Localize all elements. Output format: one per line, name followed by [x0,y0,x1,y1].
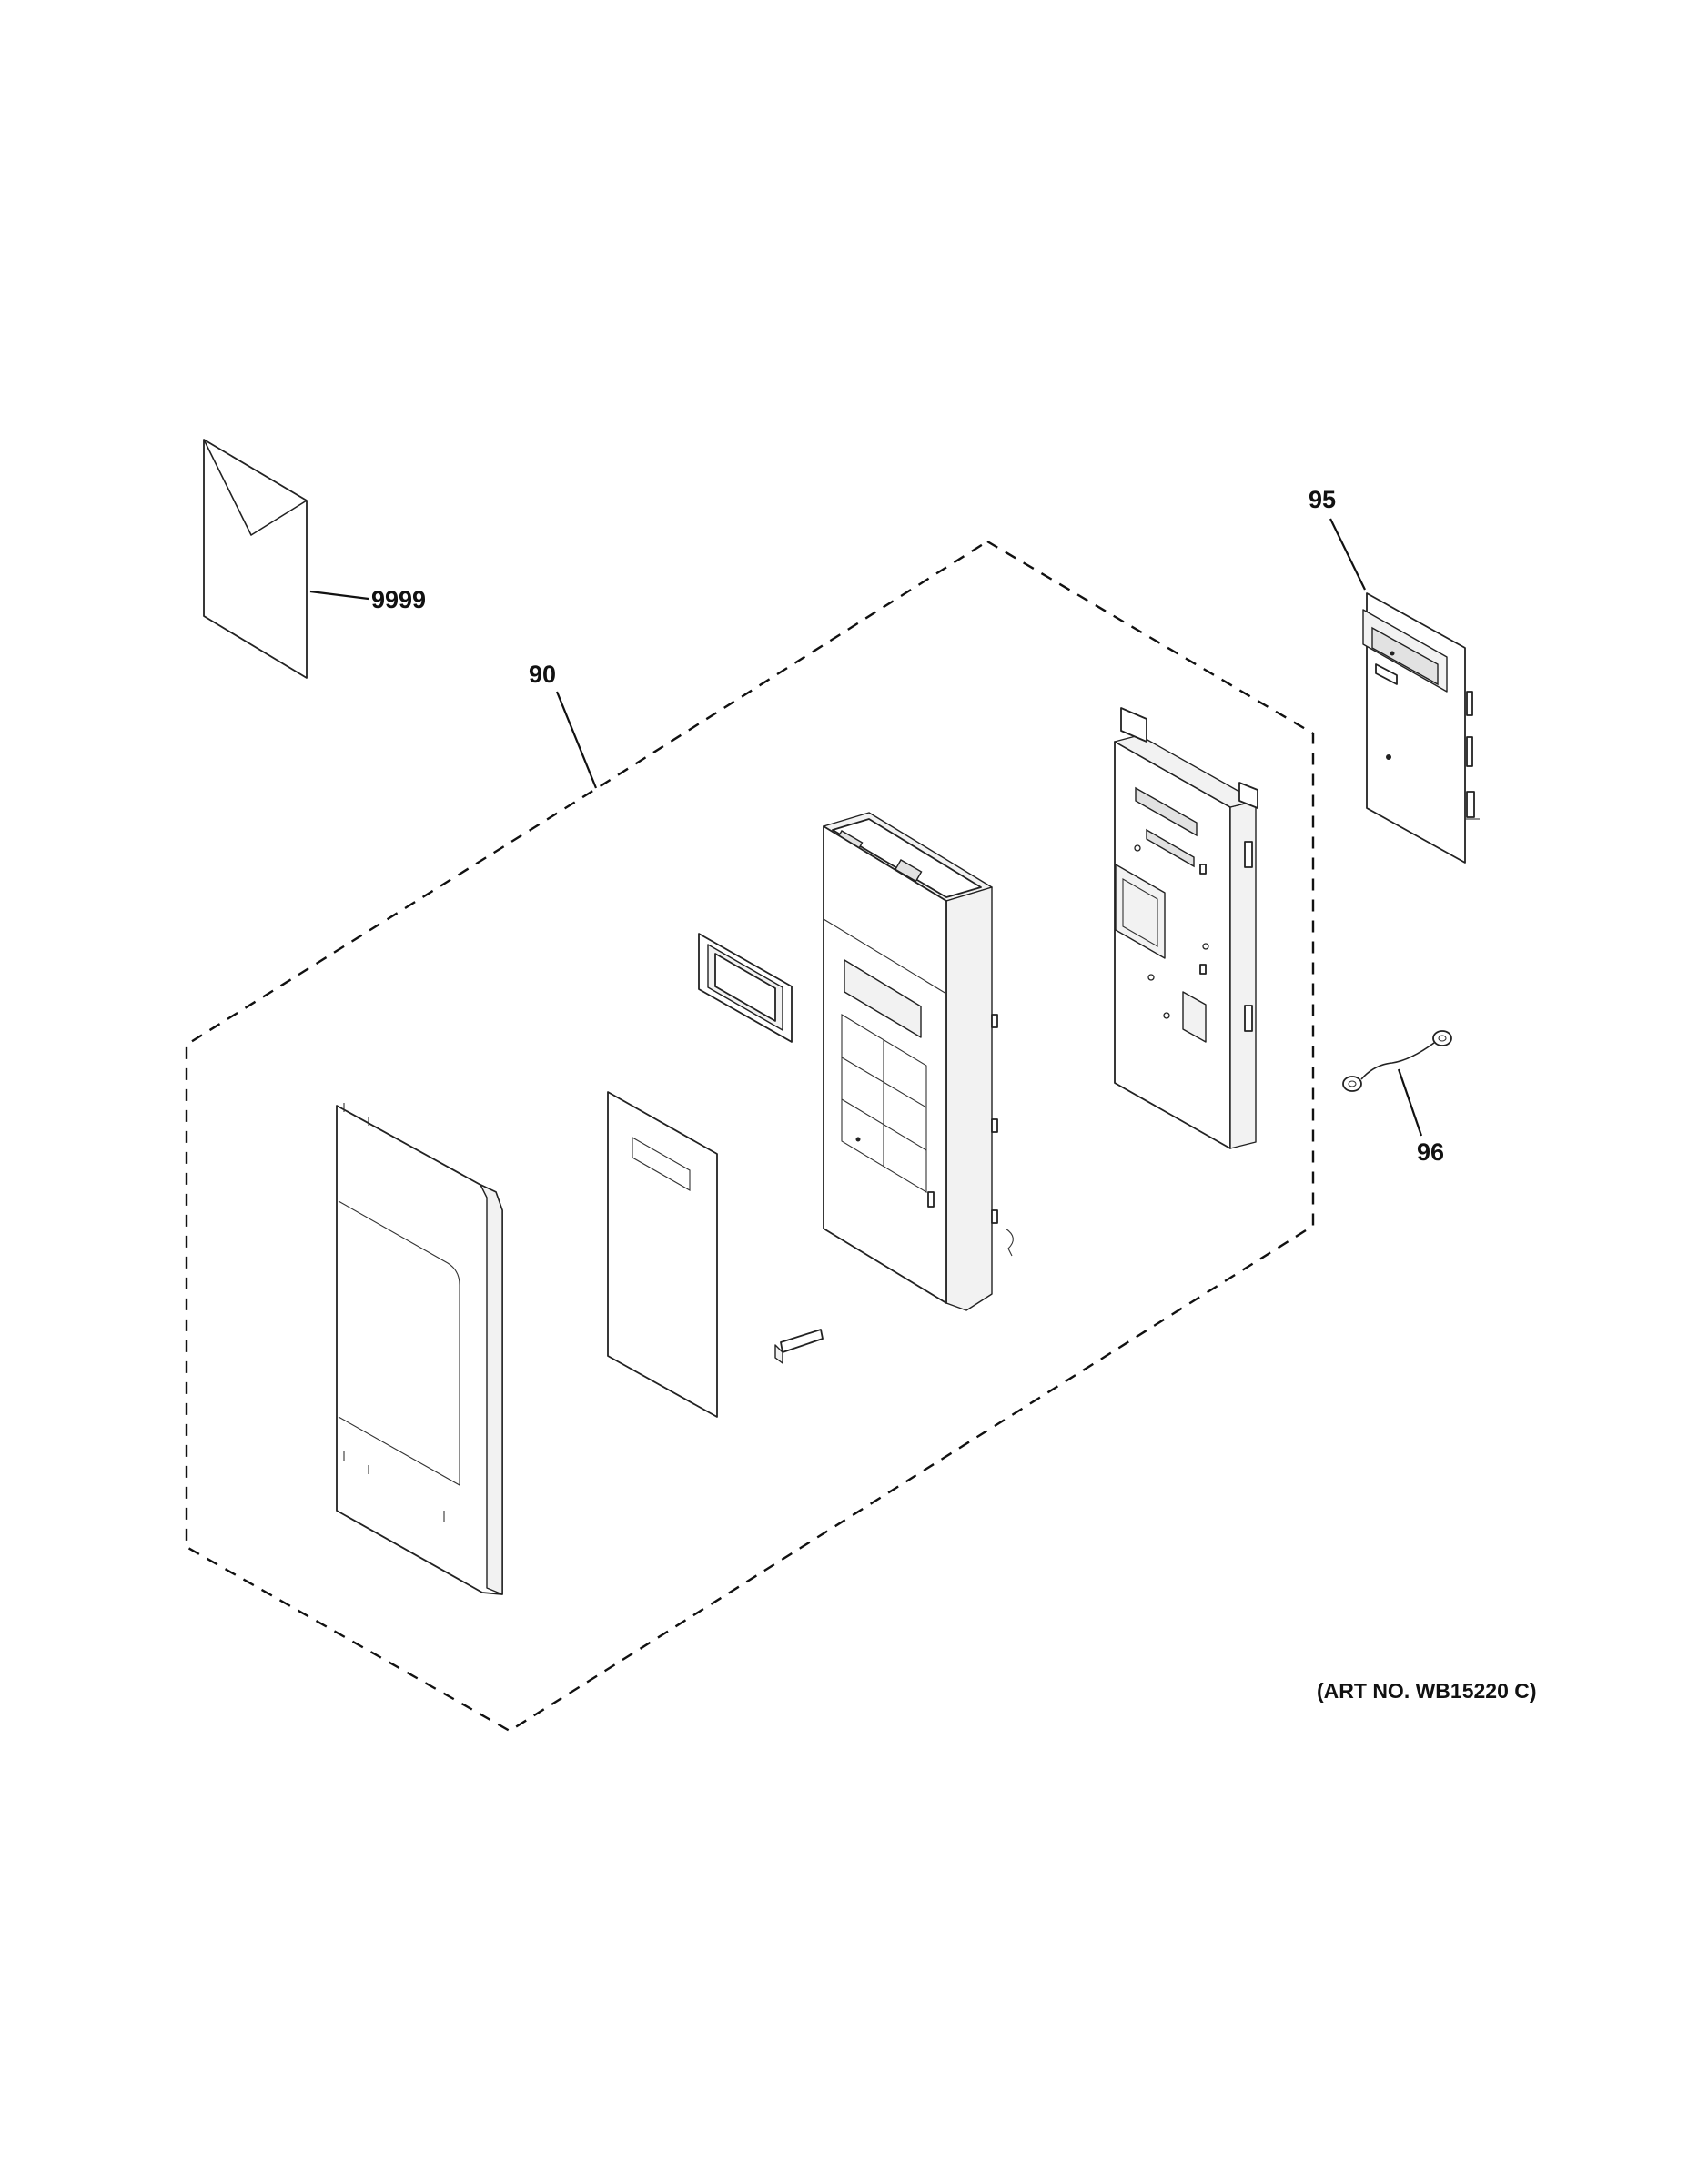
control-board [1362,592,1480,864]
art-number: (ART NO. WB15220 C) [1317,1679,1537,1703]
display-window-lens [698,933,793,1043]
control-bracket [1114,707,1258,1149]
callout-label-9999: 9999 [371,586,426,613]
control-panel-housing [823,812,1014,1311]
leader-line-90 [555,691,598,789]
callout-90[interactable]: 90 [529,661,598,789]
front-trim-frame [336,1103,503,1595]
leader-line-95 [1329,518,1366,591]
clip [774,1329,824,1364]
callout-label-96: 96 [1417,1138,1444,1166]
literature-envelope [203,439,308,679]
membrane-overlay [607,1091,718,1418]
callout-95[interactable]: 95 [1309,486,1366,591]
callout-label-95: 95 [1309,486,1336,513]
callout-label-90: 90 [529,661,556,688]
callout-96[interactable]: 96 [1397,1068,1444,1166]
leader-line-96 [1397,1068,1423,1137]
leader-line-9999 [309,590,369,601]
ground-wire [1342,1030,1452,1092]
callout-9999[interactable]: 9999 [309,586,426,613]
